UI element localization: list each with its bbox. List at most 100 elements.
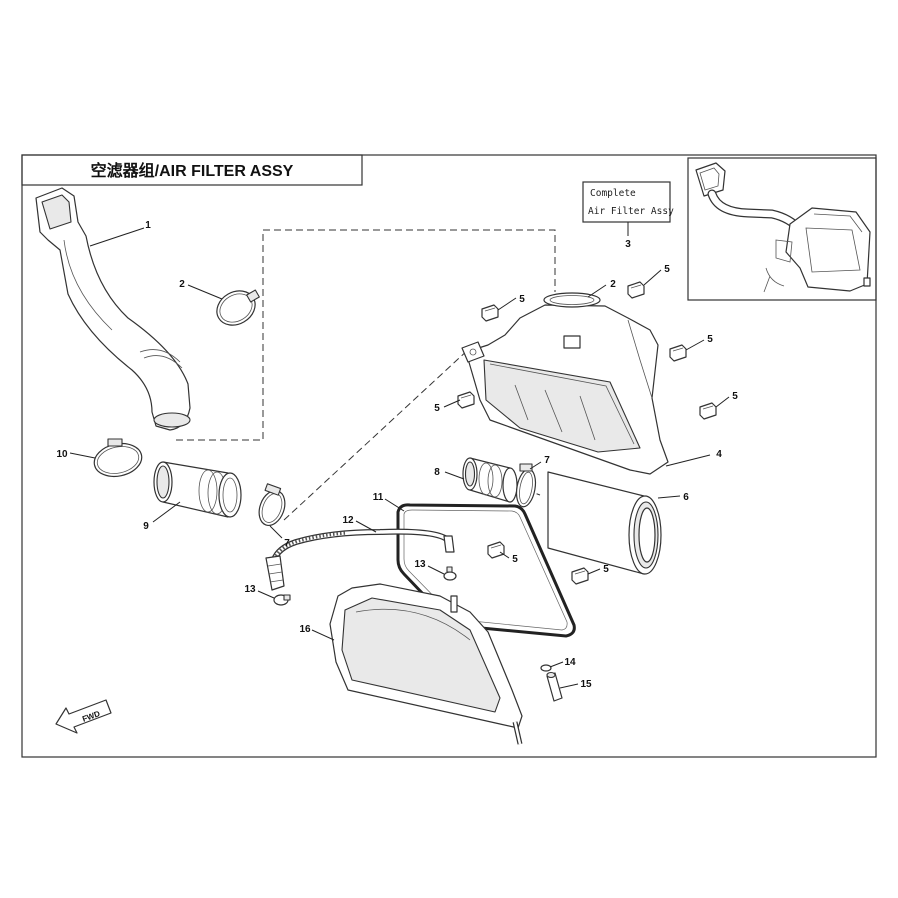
airbox-opening <box>483 359 641 453</box>
inset-box <box>687 157 877 301</box>
complete-label-line1: Complete <box>590 188 636 199</box>
leader-5-f <box>499 551 510 559</box>
inset-drain-hose <box>763 267 785 293</box>
tube-left-fitting-ribs <box>267 563 284 583</box>
callout-2-left: 2 <box>179 279 185 290</box>
complete-assembly-label-box <box>582 181 671 223</box>
part-13-hose-clamp-upper <box>443 566 457 581</box>
tube-fill <box>272 529 450 562</box>
part-1-intake-snorkel <box>35 187 191 431</box>
leader-5-e <box>443 399 461 408</box>
airbox-inner-ribs <box>514 384 596 441</box>
clip-edge <box>672 347 684 352</box>
airbox-outlet-opening <box>549 295 595 305</box>
gasket-inner <box>403 509 568 631</box>
clip-body <box>571 567 589 585</box>
leader-7-upper <box>529 461 542 470</box>
inset-snorkel-head <box>695 162 726 197</box>
leader-15 <box>559 683 579 689</box>
callout-7-upper: 7 <box>544 455 550 466</box>
clip-body <box>699 402 717 420</box>
inset-airbox-panel <box>805 227 861 273</box>
clamp-screw-housing <box>264 483 282 496</box>
leader-5-a <box>497 297 517 311</box>
callout-12: 12 <box>342 515 354 526</box>
inset-drain-fitting <box>863 277 871 287</box>
part-5-clip-g <box>571 567 589 585</box>
callout-16: 16 <box>299 624 311 635</box>
clamp-screw-housing <box>107 438 123 447</box>
tube-corrugation <box>274 531 346 557</box>
callout-5-g: 5 <box>603 564 609 575</box>
hose-body <box>162 461 229 518</box>
leader-10 <box>69 452 96 459</box>
part-14-plug <box>540 664 552 672</box>
part-7-clamp-upper <box>515 463 537 508</box>
callout-6: 6 <box>683 492 689 503</box>
part-4-air-box <box>461 292 669 475</box>
callout-5-f: 5 <box>512 554 518 565</box>
part-5-clip-b <box>627 281 645 299</box>
leader-8 <box>444 471 465 480</box>
clip-edge <box>490 544 502 549</box>
part-7-clamp-lower <box>258 483 286 527</box>
hose-outlet-opening <box>222 477 238 513</box>
drain-tube-end <box>546 671 556 679</box>
cover-drain-fill <box>513 721 522 745</box>
part-9-intake-hose <box>153 461 242 518</box>
callout-8: 8 <box>434 467 440 478</box>
leader-4 <box>665 454 711 467</box>
plug-head <box>540 664 552 672</box>
clip-edge <box>460 394 472 399</box>
callout-5-c: 5 <box>707 334 713 345</box>
part-13-hose-clamp-lower <box>273 594 291 606</box>
tube-rib-1 <box>478 462 494 496</box>
clamp-screw-housing <box>519 463 533 472</box>
airbox-flange-line <box>489 363 635 445</box>
clamp-screw-housing <box>246 289 260 303</box>
gasket-outer <box>396 503 576 638</box>
leader-11 <box>384 498 405 512</box>
callout-7-lower: 7 <box>284 538 290 549</box>
leader-13-lower <box>257 590 275 599</box>
part-11-gasket <box>396 503 576 638</box>
part-5-clip-d <box>699 402 717 420</box>
leader-2-left <box>187 284 223 300</box>
clip-body <box>627 281 645 299</box>
dashed-path-snorkel-to-airbox <box>176 229 556 441</box>
hose-outlet-end <box>218 472 242 518</box>
cover-inner-face <box>341 597 501 713</box>
leader-9 <box>152 501 181 523</box>
clip-edge <box>484 307 496 312</box>
part-12-breather-tube <box>265 528 455 591</box>
part-8-connecting-tube <box>462 457 518 503</box>
clip-edge <box>702 405 714 410</box>
leader-5-d <box>715 396 730 408</box>
callout-5-a: 5 <box>519 294 525 305</box>
forward-direction-indicator: FWD <box>55 699 112 734</box>
part-5-clip-f <box>487 541 505 559</box>
inset-complete-assembly <box>687 157 877 301</box>
airbox-side-edge <box>627 319 653 399</box>
fwd-arrow-icon <box>55 699 112 734</box>
clip-edge <box>574 570 586 575</box>
cover-contour <box>355 608 471 641</box>
hose-inlet-opening <box>156 465 170 499</box>
clamp-band-inner <box>96 446 140 474</box>
tube-outline <box>271 528 451 563</box>
callout-1: 1 <box>145 220 151 231</box>
leader-5-c <box>685 339 705 351</box>
part-6-filter-element <box>547 471 662 575</box>
clamp-ring <box>443 571 457 581</box>
part-16-lower-cover <box>329 583 523 745</box>
complete-label-line2: Air Filter Assy <box>588 206 674 217</box>
part-5-clip-a <box>481 304 499 322</box>
clip-edge <box>630 284 642 289</box>
part-5-clip-e <box>457 391 475 409</box>
inset-snorkel-opening <box>699 167 720 191</box>
leader-5-g <box>587 568 601 575</box>
clip-body <box>481 304 499 322</box>
outer-frame <box>21 154 877 758</box>
clamp-tab <box>283 594 291 601</box>
callout-5-e: 5 <box>434 403 440 414</box>
